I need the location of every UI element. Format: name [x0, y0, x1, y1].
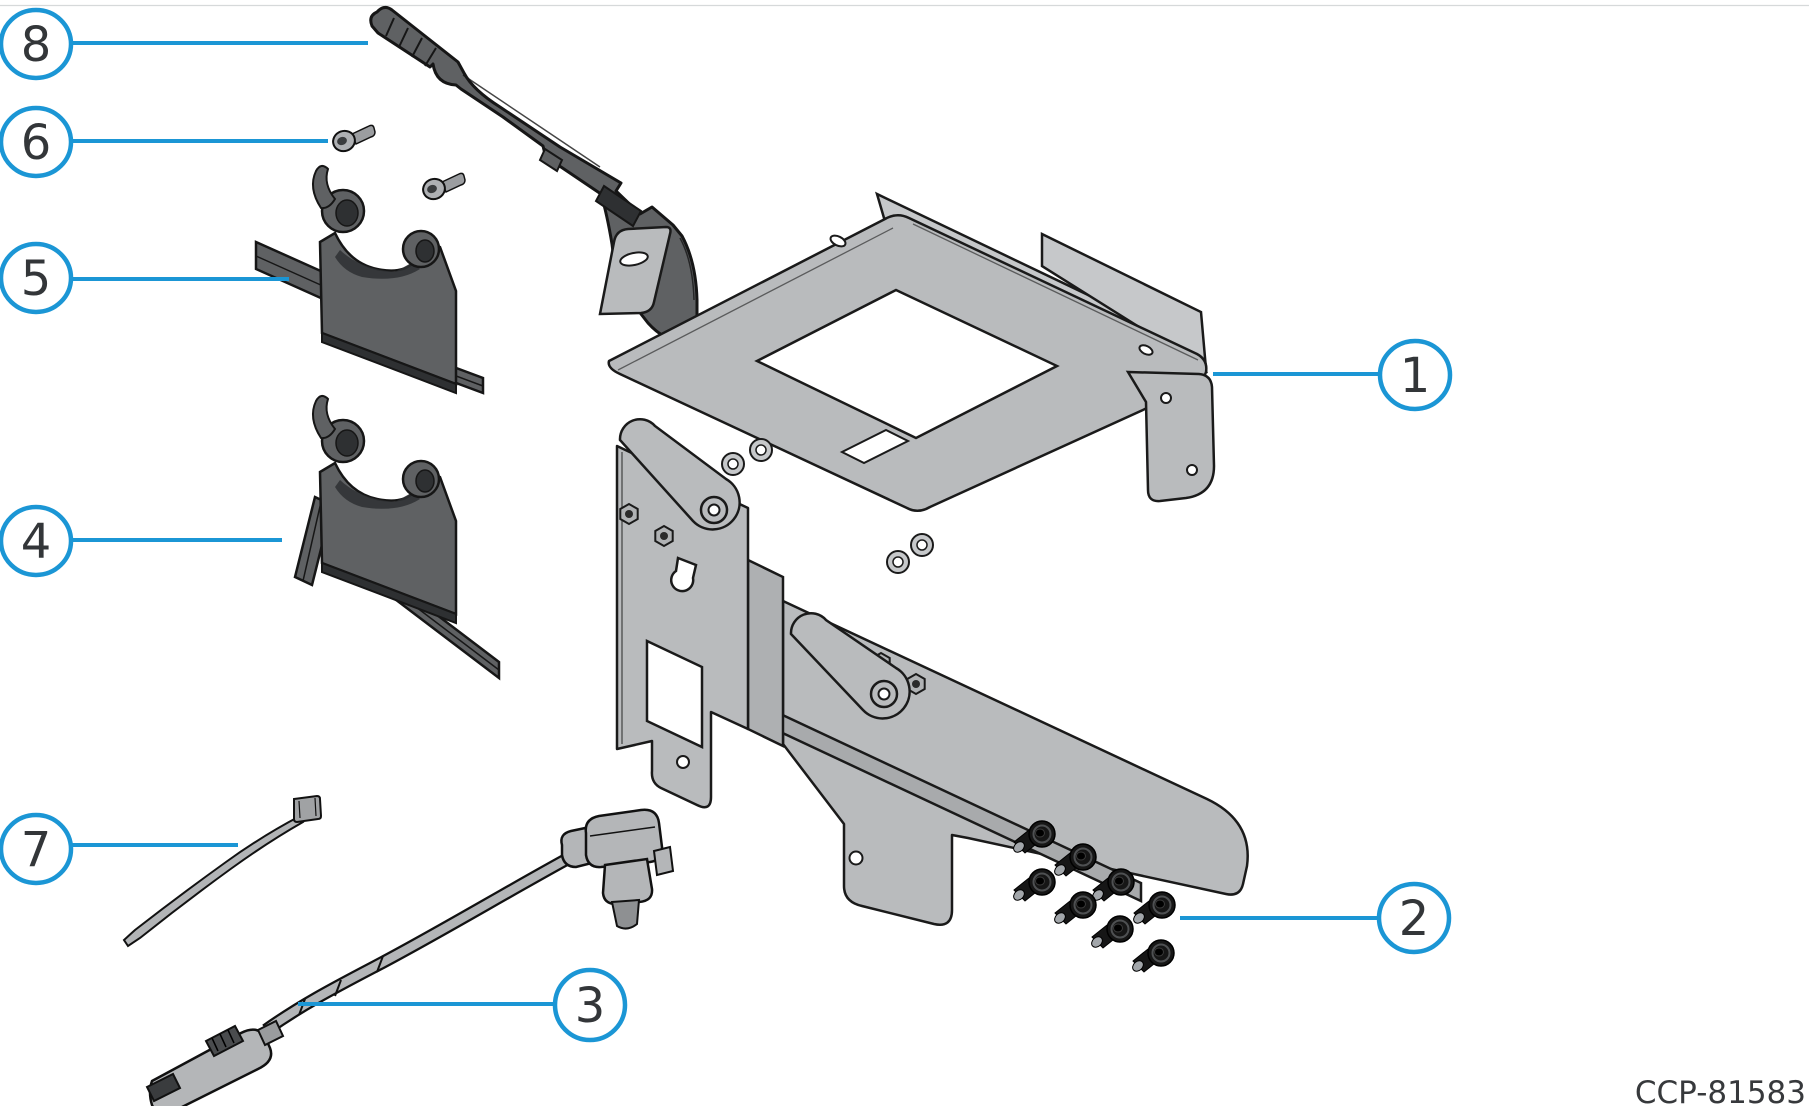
callout-circle-7[interactable]: [0, 812, 74, 886]
callout-bubbles: 1 2 3 4 5 6 7 8: [0, 7, 1453, 1043]
callout-number-2: 2: [1399, 891, 1430, 947]
callout-leaders: [71, 41, 1380, 1006]
callout-number-7: 7: [21, 822, 52, 878]
callout-circle-8[interactable]: [0, 7, 74, 81]
callout-number-1: 1: [1400, 348, 1431, 404]
callout-circle-1[interactable]: [1377, 338, 1453, 412]
callout-bubble-6[interactable]: 6: [0, 105, 74, 179]
parts-illustration: [122, 5, 1249, 1106]
callout-bubble-1[interactable]: 1: [1377, 338, 1453, 412]
callout-bubble-7[interactable]: 7: [0, 812, 74, 886]
part-7-cable-tie: [122, 794, 323, 948]
part-code-label: CCP-81583: [1635, 1075, 1806, 1106]
callout-bubble-8[interactable]: 8: [0, 7, 74, 81]
part-5-guide-bracket: [254, 165, 485, 395]
part-6-small-screws: [332, 124, 466, 201]
callout-circle-5[interactable]: [0, 241, 74, 315]
callout-circle-6[interactable]: [0, 105, 74, 179]
callout-number-4: 4: [21, 514, 52, 570]
callout-bubble-5[interactable]: 5: [0, 241, 74, 315]
part-3-usb-cable: [145, 808, 675, 1106]
callout-circle-3[interactable]: [552, 967, 628, 1043]
part-2-screw-set: [1013, 820, 1176, 973]
part-4-guide-bracket: [311, 395, 458, 625]
callout-bubble-3[interactable]: 3: [552, 967, 628, 1043]
callout-number-3: 3: [575, 978, 606, 1034]
callout-number-6: 6: [21, 115, 52, 171]
callout-number-8: 8: [21, 17, 52, 73]
callout-number-5: 5: [21, 251, 52, 307]
part-1-mounting-bracket: [598, 191, 1249, 926]
callout-bubble-4[interactable]: 4: [0, 504, 74, 578]
callout-circle-4[interactable]: [0, 504, 74, 578]
callout-circle-2[interactable]: [1376, 881, 1452, 955]
callout-bubble-2[interactable]: 2: [1376, 881, 1452, 955]
